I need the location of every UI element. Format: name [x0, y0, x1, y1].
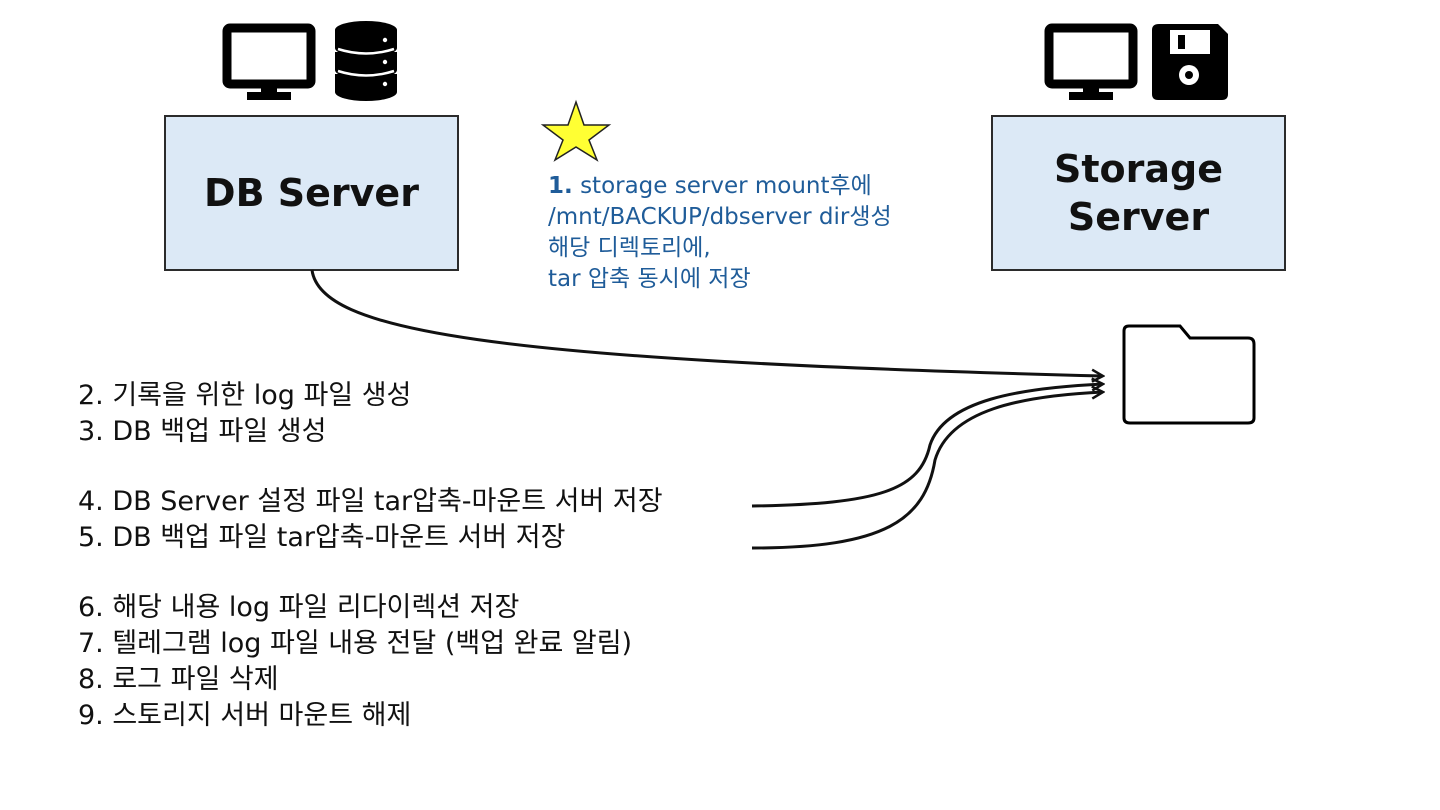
storage-server-label-line1: Storage — [1054, 147, 1223, 191]
steps-list: 2. 기록을 위한 log 파일 생성 3. DB 백업 파일 생성 4. DB… — [78, 378, 663, 734]
floppy-disk-icon — [1152, 24, 1228, 100]
database-icon — [335, 21, 397, 101]
db-server-box: DB Server — [164, 115, 459, 271]
step1-note: 1. storage server mount후에 /mnt/BACKUP/db… — [548, 171, 892, 295]
note-line4: tar 압축 동시에 저장 — [548, 266, 751, 292]
step-4: 4. DB Server 설정 파일 tar압축-마운트 서버 저장 — [78, 486, 663, 517]
note-line1-text: storage server mount후에 — [580, 173, 872, 199]
arrow-step5-to-storage — [751, 392, 1103, 550]
step-5: 5. DB 백업 파일 tar압축-마운트 서버 저장 — [78, 522, 566, 553]
note-step-number: 1. — [548, 173, 573, 199]
monitor-icon — [222, 23, 316, 100]
db-server-label: DB Server — [204, 171, 419, 215]
step-7: 7. 텔레그램 log 파일 내용 전달 (백업 완료 알림) — [78, 628, 633, 659]
step-8: 8. 로그 파일 삭제 — [78, 664, 279, 695]
folder-icon — [1122, 324, 1256, 425]
note-line1: 1. storage server mount후에 — [548, 171, 892, 202]
monitor-icon — [1044, 23, 1138, 100]
arrow-step4-to-storage — [751, 384, 1103, 508]
note-line2: /mnt/BACKUP/dbserver dir생성 — [548, 204, 892, 230]
storage-server-box: Storage Server — [991, 115, 1286, 271]
step-6: 6. 해당 내용 log 파일 리다이렉션 저장 — [78, 592, 520, 623]
step-9: 9. 스토리지 서버 마운트 해제 — [78, 700, 412, 731]
step-3: 3. DB 백업 파일 생성 — [78, 416, 327, 447]
step-2: 2. 기록을 위한 log 파일 생성 — [78, 380, 412, 411]
arrow-db-to-storage — [310, 269, 1103, 376]
star-icon — [540, 99, 612, 162]
note-line3: 해당 디렉토리에, — [548, 235, 711, 261]
storage-server-label-line2: Server — [1067, 195, 1210, 239]
